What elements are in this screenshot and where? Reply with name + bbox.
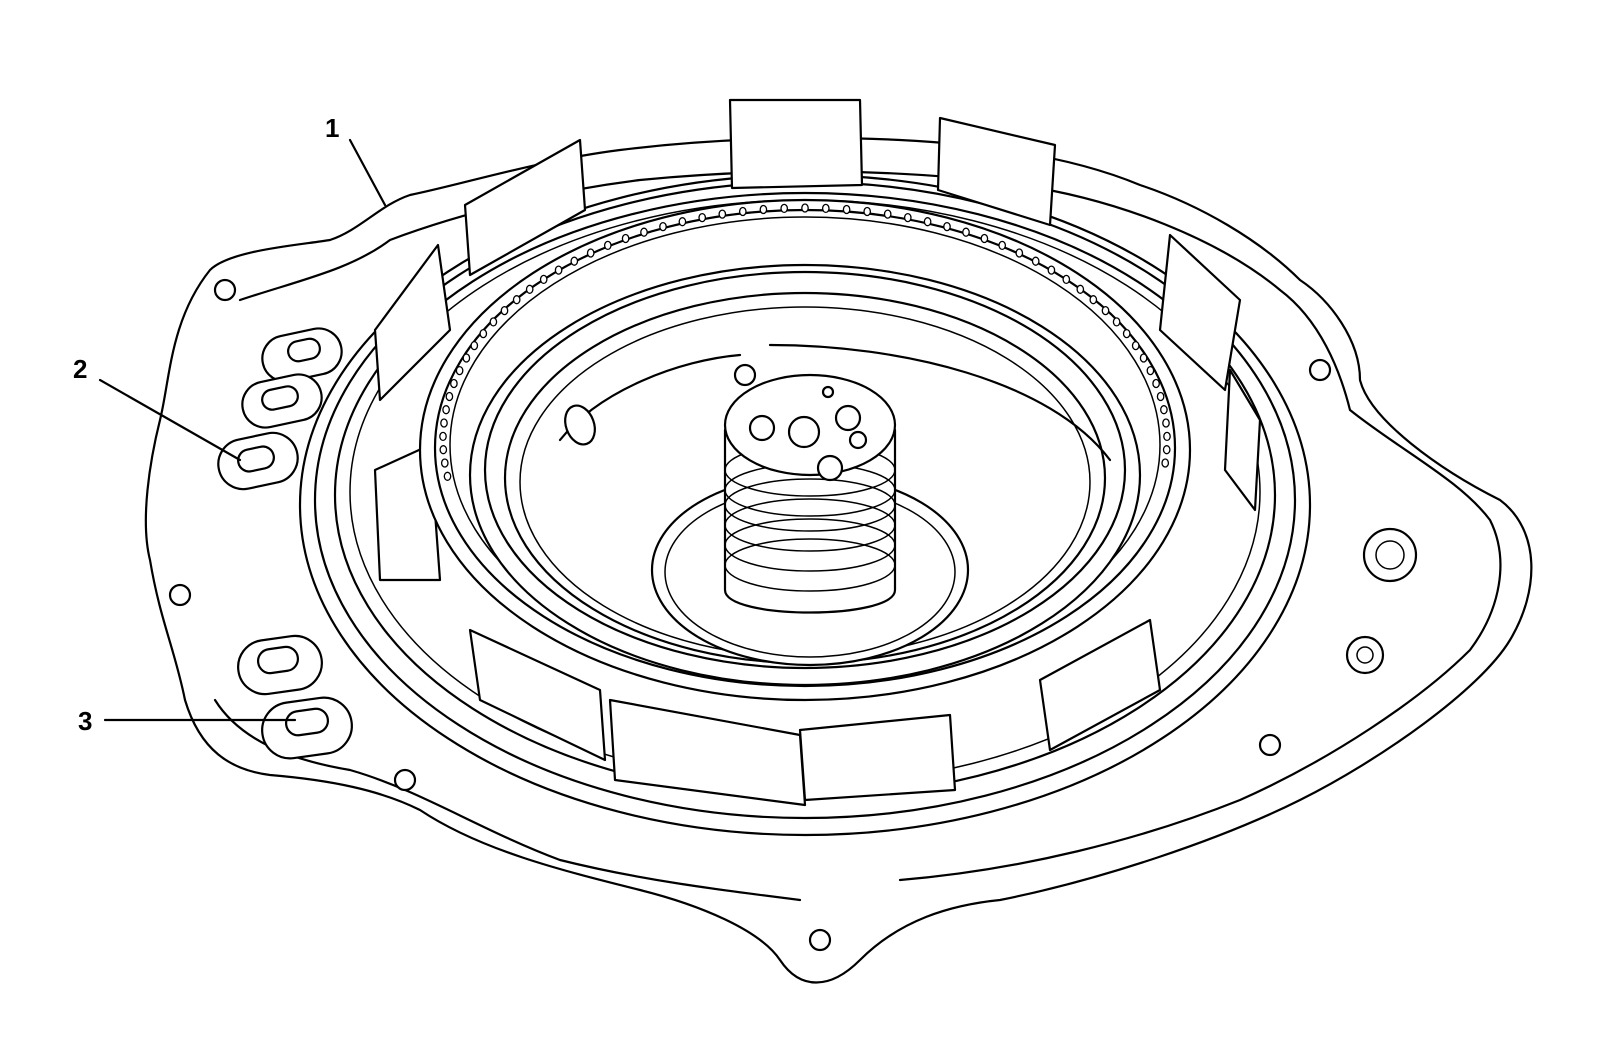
plate-hole	[1162, 418, 1170, 428]
plate-hole	[442, 405, 450, 415]
center-shaft	[723, 373, 897, 614]
plate-hole	[1112, 317, 1121, 327]
plate-hole	[1161, 458, 1170, 468]
plate-hole	[455, 365, 464, 376]
plate-hole	[801, 203, 809, 213]
plate-hole	[539, 274, 548, 285]
plate-hole	[1122, 328, 1131, 339]
leader-lines	[98, 138, 387, 722]
plate-hole	[883, 209, 892, 219]
plate-hole-ring	[439, 203, 1171, 481]
plate-hole	[525, 284, 534, 294]
plate-hole	[554, 265, 563, 275]
plate-hole	[439, 445, 448, 455]
plate-hole	[1139, 353, 1148, 363]
plate-hole	[479, 328, 488, 339]
plate-hole	[1089, 295, 1098, 305]
plate-hole	[718, 209, 727, 219]
plate-hole	[678, 217, 687, 227]
plate-hole	[863, 206, 872, 217]
fluid-passages-left	[217, 327, 353, 760]
plate-hole	[1031, 256, 1040, 266]
plate-hole	[440, 418, 448, 428]
clutch-tabs	[373, 98, 1262, 807]
plate-hole	[903, 212, 912, 223]
plate-hole	[443, 471, 452, 481]
plate-hole	[500, 305, 509, 316]
plate-hole	[489, 317, 498, 327]
callout-label-2: 2	[73, 354, 87, 384]
plate-hole	[621, 233, 630, 244]
callout-label-1: 1	[325, 113, 339, 143]
plate-hole	[1163, 431, 1171, 442]
plate-hole	[439, 431, 447, 442]
plate-hole	[780, 203, 789, 214]
plate-hole	[759, 204, 768, 215]
plate-hole	[998, 240, 1007, 251]
plate-hole	[1162, 445, 1171, 455]
plate-hole	[1152, 378, 1160, 389]
plate-hole	[1062, 274, 1071, 285]
plate-hole	[586, 248, 595, 258]
plate-hole	[1131, 340, 1140, 351]
snap-ring	[558, 343, 1112, 462]
plate-hole	[821, 203, 830, 214]
plate-hole	[603, 240, 612, 251]
plate-hole	[738, 206, 747, 217]
plate-hole	[1101, 305, 1110, 316]
plate-hole	[570, 256, 579, 266]
leader-line-1	[348, 138, 387, 207]
leader-line-2	[98, 378, 242, 462]
plate-hole	[1076, 284, 1085, 294]
plate-hole	[1047, 265, 1056, 275]
plate-hole	[445, 391, 454, 402]
plate-hole	[659, 221, 667, 232]
plate-hole	[842, 204, 851, 215]
plate-hole	[512, 295, 521, 305]
plate-hole	[1146, 365, 1155, 376]
plate-hole	[470, 340, 479, 351]
plate-hole	[980, 233, 989, 244]
plate-hole	[1156, 391, 1165, 402]
plate-hole	[962, 227, 970, 237]
plate-hole	[440, 458, 449, 468]
plate-hole	[943, 221, 951, 232]
plate-hole	[698, 212, 707, 223]
callout-label-3: 3	[78, 706, 92, 736]
plate-hole	[1015, 248, 1024, 258]
plate-hole	[1160, 405, 1168, 415]
plate-hole	[450, 378, 458, 389]
plate-hole	[640, 227, 648, 237]
plate-hole	[462, 353, 471, 363]
plate-hole	[923, 217, 932, 227]
